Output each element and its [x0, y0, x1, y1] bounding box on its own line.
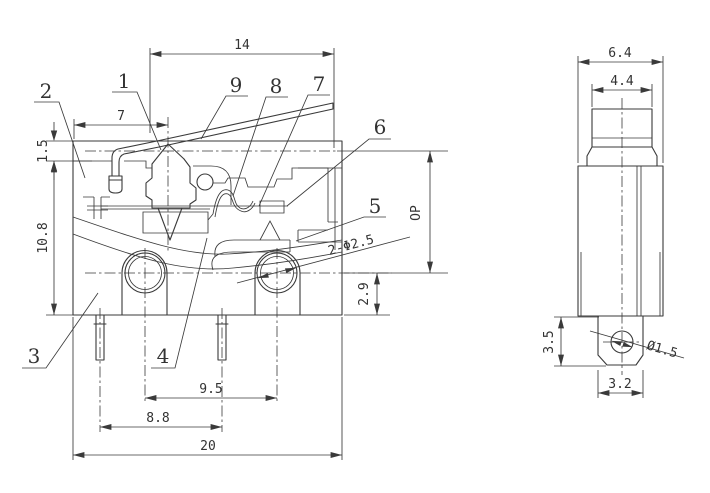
dim-tab-hole: Ø1.5	[589, 330, 685, 361]
dim-text-pin-pitch: 8.8	[146, 411, 169, 426]
part-labels: 1 2 3 4 5 6 7 8 9	[22, 69, 391, 369]
pivot-boss	[193, 165, 232, 205]
solder-pins	[93, 314, 229, 361]
side-body	[577, 165, 664, 317]
dim-center-to-bottom: 2.9	[344, 272, 390, 316]
dim-text-tab-height: 3.5	[542, 330, 557, 353]
dim-body-depth: 6.4	[577, 46, 664, 163]
dim-text-plunger-offset: 7	[117, 109, 125, 124]
dim-tab-height: 3.5	[542, 316, 606, 367]
dim-text-hole-pitch: 9.5	[199, 382, 222, 397]
dim-top-step: 1.5	[36, 122, 92, 180]
side-view: Ø1.5	[577, 98, 685, 375]
dim-text-body-width: 20	[200, 439, 216, 454]
dim-text-hole-callout: 2-Φ2.5	[326, 232, 375, 259]
part-label-7-moving-contact: 7	[313, 72, 326, 96]
side-centerlines	[603, 98, 641, 375]
dim-text-op: OP	[409, 205, 424, 221]
mounting-holes	[121, 249, 301, 316]
dim-text-tab-width: 3.2	[608, 377, 631, 392]
dim-body-width: 20	[72, 317, 343, 460]
side-plunger	[586, 108, 658, 167]
part-label-4-terminal: 4	[157, 344, 170, 368]
dim-text-lever-length: 14	[234, 38, 250, 53]
part-label-2-cover: 2	[40, 79, 53, 103]
dim-text-top-step: 1.5	[36, 139, 51, 162]
front-view	[72, 102, 448, 432]
dim-tab-width: 3.2	[597, 370, 644, 398]
contact-mechanism	[83, 189, 288, 234]
part-label-5-contact: 5	[369, 194, 382, 218]
part-label-6-terminal: 6	[374, 115, 387, 139]
hinge-lever	[108, 102, 334, 194]
switch-case-outline	[72, 140, 343, 316]
dim-text-body-height: 10.8	[36, 222, 51, 253]
dim-text-tab-hole: Ø1.5	[645, 338, 679, 361]
part-label-9-lever: 9	[230, 73, 243, 97]
dim-pin-pitch: 8.8	[99, 411, 223, 430]
centerlines	[85, 117, 448, 432]
plunger	[145, 143, 197, 241]
dim-op: OP	[344, 150, 448, 274]
dim-text-body-depth: 6.4	[608, 46, 632, 61]
dim-lever-length: 14	[149, 38, 335, 148]
dim-body-height: 10.8	[36, 160, 73, 316]
part-label-8-spring: 8	[270, 74, 283, 98]
part-label-1-plunger: 1	[118, 69, 131, 93]
part-label-3-base: 3	[28, 344, 41, 368]
dim-plunger-depth: 4.4	[591, 74, 653, 107]
front-dimensions: 14 7 1.5 10.8 OP 2.9	[36, 38, 448, 460]
side-terminal-tab	[597, 315, 644, 366]
dim-plunger-offset: 7	[73, 109, 169, 139]
dim-text-center-to-bottom: 2.9	[357, 282, 372, 305]
dim-hole-pitch: 9.5	[144, 382, 278, 401]
side-dimensions: 6.4 4.4 3.5 3.2	[542, 46, 664, 398]
dim-text-plunger-depth: 4.4	[610, 74, 634, 89]
